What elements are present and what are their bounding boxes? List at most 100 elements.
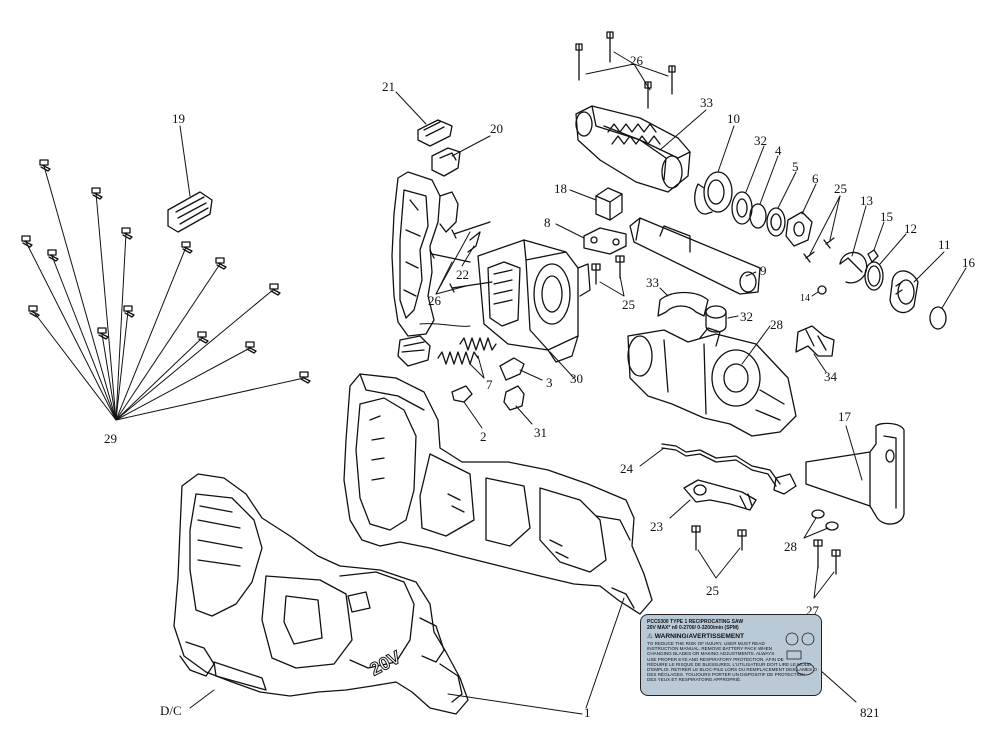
part-18-block — [569, 187, 623, 221]
part-label-6: 6 — [812, 171, 819, 186]
screw-29 — [269, 283, 281, 296]
part-label-25-right: 25 — [834, 181, 847, 196]
part-20-trigger-switch — [431, 135, 491, 177]
leader-lines-29 — [25, 165, 305, 421]
part-label-20: 20 — [490, 121, 503, 136]
warning-label-body-line: RÉDUIRE LE RISQUE DE BLESSURES, L'UTILIS… — [647, 661, 812, 667]
part-label-23: 23 — [650, 519, 663, 534]
screw-29 — [245, 341, 257, 354]
part-label-7: 7 — [486, 377, 493, 392]
warning-label-body-line: DES YEUX ET RESPIRATOIRE APPROPRIÉ. — [647, 677, 742, 683]
part-label-5: 5 — [792, 159, 799, 174]
part-label-11: 11 — [938, 237, 951, 252]
warning-label-body-line: INSTRUCTION MANUAL. REMOVE BATTERY PACK … — [647, 646, 772, 652]
part-label-4: 4 — [775, 143, 782, 158]
leader-821 — [819, 669, 857, 703]
part-9-plunger — [629, 217, 761, 295]
part-label-821: 821 — [860, 705, 880, 720]
part-label-17: 17 — [838, 409, 851, 424]
screws-29 — [21, 159, 311, 421]
part-label-15: 15 — [880, 209, 893, 224]
part-35-bearing — [731, 145, 765, 225]
part-8-plate — [555, 223, 627, 255]
part-label-18: 18 — [554, 181, 567, 196]
part-2-latch — [451, 385, 483, 429]
part-15-pin — [867, 221, 885, 263]
part-label-26-mid: 26 — [428, 293, 441, 308]
part-17-shoe — [805, 422, 905, 525]
screws-25-middle — [591, 255, 625, 297]
part-label-8: 8 — [544, 215, 551, 230]
screws-25-right — [803, 195, 841, 263]
part-label-35: 32 — [754, 133, 767, 148]
part-label-12: 12 — [904, 221, 917, 236]
screws-25-bottom — [691, 525, 747, 579]
part-label-30: 30 — [570, 371, 583, 386]
part-19-grip — [167, 125, 213, 233]
certification-marks-icon — [785, 632, 815, 676]
switch-assembly — [391, 171, 471, 367]
screw-29 — [121, 227, 133, 240]
screw-29 — [123, 305, 135, 318]
part-label-dc: D/C — [160, 703, 182, 718]
part-label-28: 28 — [784, 539, 797, 554]
part-label-13: 13 — [860, 193, 873, 208]
part-label-19: 19 — [172, 111, 185, 126]
part-22-clip — [461, 231, 481, 267]
part-11-sleeve — [889, 251, 945, 314]
screws-26-upper — [575, 31, 676, 109]
screw-29 — [181, 241, 193, 254]
screw-29 — [21, 235, 33, 248]
part-1-housing-left — [173, 473, 625, 715]
part-37-bracket — [795, 325, 835, 373]
part-36-bracket — [657, 287, 709, 317]
part-32-bushing — [705, 305, 739, 333]
part-label-22: 22 — [456, 267, 469, 282]
warning-label-body-line: TO REDUCE THE RISK OF INJURY, USER MUST … — [647, 641, 765, 646]
warning-label-821: PCC5300 TYPE 1 RECIPROCATING SAW 20V MAX… — [640, 614, 822, 696]
part-28-washers — [803, 509, 839, 539]
part-label-21: 21 — [382, 79, 395, 94]
warning-label-body-line: USE PROPER EYE AND RESPIRATORY PROTECTIO… — [647, 656, 784, 662]
part-30-motor — [477, 239, 591, 379]
screw-29 — [215, 257, 227, 270]
part-34-bushing — [503, 385, 533, 425]
part-14-ball — [811, 285, 827, 297]
part-3-lever — [499, 357, 543, 381]
part-label-31: 28 — [770, 317, 783, 332]
part-label-34: 31 — [534, 425, 547, 440]
part-1-housing-right — [343, 373, 653, 615]
part-label-1: 1 — [584, 705, 591, 720]
part-7-springs — [437, 337, 497, 379]
part-label-26-top: 26 — [630, 53, 643, 68]
screw-29 — [91, 187, 103, 200]
part-label-3: 3 — [546, 375, 553, 390]
screws-26-middle — [429, 221, 493, 295]
part-label-2: 2 — [480, 429, 487, 444]
part-label-25-mid: 25 — [622, 297, 635, 312]
part-label-33: 33 — [700, 95, 713, 110]
part-label-36: 33 — [646, 275, 659, 290]
part-label-37: 34 — [824, 369, 837, 384]
part-label-25-bottom: 25 — [706, 583, 719, 598]
screw-29 — [299, 371, 311, 384]
part-24-wire — [639, 443, 797, 495]
part-21-slider — [395, 91, 453, 147]
part-label-14: 14 — [800, 293, 810, 304]
screw-29 — [197, 331, 209, 344]
part-label-16: 16 — [962, 255, 975, 270]
part-12-ring — [864, 233, 907, 291]
part-33-gear-housing — [575, 105, 707, 193]
warning-label-title: ⚠ WARNING/AVERTISSEMENT — [647, 633, 745, 640]
warning-label-body-line: D'EMPLOI. RETIRER LE BLOC-PILE LORS DU R… — [647, 667, 817, 673]
part-31-gear-case — [627, 325, 797, 437]
part-10-collar — [694, 125, 735, 215]
part-13-clamp — [839, 205, 868, 284]
screw-29 — [47, 249, 59, 262]
washers-4-5-6 — [749, 155, 817, 247]
part-label-27: 27 — [806, 603, 819, 618]
part-16-oring — [929, 267, 967, 330]
warning-label-title-text: WARNING/AVERTISSEMENT — [654, 633, 745, 640]
warning-label-rating-line: 20V MAX* n0 0-2700/ 0-3200/min (SPM) — [647, 625, 739, 631]
